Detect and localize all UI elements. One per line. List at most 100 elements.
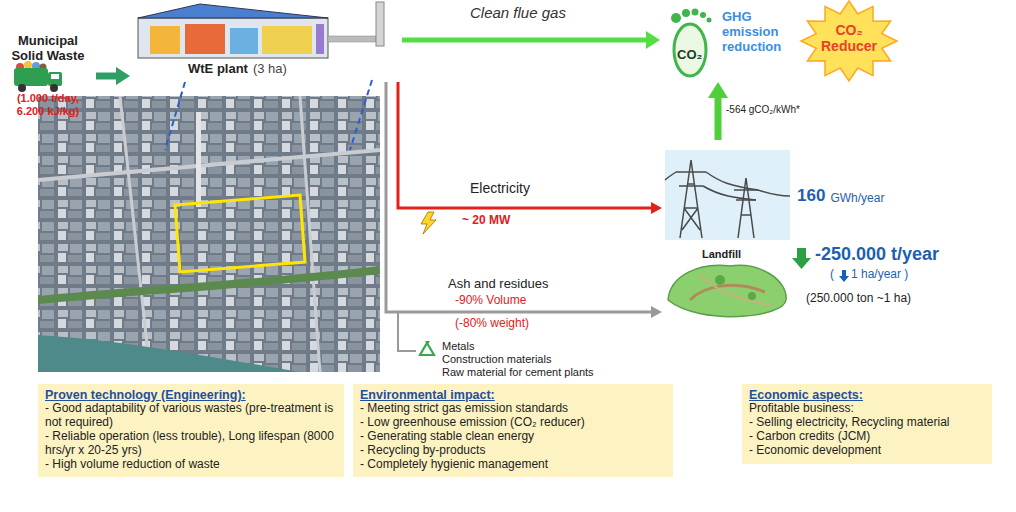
arrow-line <box>715 97 722 140</box>
node-text: Landfill <box>702 248 741 261</box>
box-heading: Environmental impact: <box>360 388 666 402</box>
info-box: Economic aspects:Profitable business:- S… <box>742 384 992 464</box>
box-line: - Economic development <box>749 444 985 458</box>
small-down-arrow <box>839 270 849 282</box>
area-label-slot: 1 ha/year ) <box>851 268 908 282</box>
volume-label-slot: -90% Volume <box>455 294 526 308</box>
landfill-picture <box>668 265 786 316</box>
recycle-item-slot: Raw material for cement plants <box>442 366 594 379</box>
reduction-arrow <box>792 248 811 269</box>
landfill-node: Landfill <box>662 246 790 330</box>
star-node: CO₂ Reducer <box>794 0 904 82</box>
recycle-item: Metals <box>442 340 474 353</box>
arrow-line <box>402 38 647 43</box>
reduction-label: -250.000 t/year <box>815 244 939 265</box>
bracket-label: ( <box>830 268 834 282</box>
plant-node: WtE plant (3 ha) <box>130 0 402 82</box>
recycle-item: Raw material for cement plants <box>442 366 594 379</box>
node-text: 160 <box>797 186 825 206</box>
node-text: (1.000 t/day, 6.200 kJ/kg) <box>2 92 94 117</box>
recycle-icon <box>420 341 434 355</box>
node-text-slot: (3 ha) <box>253 62 287 77</box>
box-line: - Generating stable clean energy <box>360 430 666 444</box>
node-text: Municipal Solid Waste <box>2 34 94 64</box>
zoom-line <box>165 82 185 150</box>
reduction-label-slot: -250.000 t/year <box>815 244 939 265</box>
node-text-slot: Municipal Solid Waste <box>2 34 94 64</box>
note-label: (250.000 ton ~1 ha) <box>806 292 911 306</box>
box-line: - High volume reduction of waste <box>45 458 337 472</box>
footprint-label-slot: CO₂ <box>677 48 702 63</box>
box-line: - Good adaptability of various wastes (p… <box>45 402 337 430</box>
electricity-node: 160 GWh/year <box>662 140 906 244</box>
note-label-slot: (250.000 ton ~1 ha) <box>806 292 911 306</box>
pylon-picture <box>665 150 790 240</box>
node-text-slot: GWh/year <box>830 192 884 206</box>
box-line: - Reliable operation (less trouble), Lon… <box>45 430 337 458</box>
node-text: GWh/year <box>830 192 884 206</box>
volume-label: -90% Volume <box>455 294 526 308</box>
box-heading: Proven technology (Engineering): <box>45 388 337 402</box>
recycle-item: Construction materials <box>442 353 551 366</box>
node-text: CO₂ Reducer <box>809 22 889 54</box>
power-label-slot: ~ 20 MW <box>462 214 510 228</box>
box-line: - Meeting strict gas emission standards <box>360 402 666 416</box>
arrow-line <box>386 82 652 312</box>
node-text-slot: 160 <box>797 186 825 206</box>
node-text-slot: (1.000 t/day, 6.200 kJ/kg) <box>2 92 94 117</box>
plant-illustration <box>138 2 384 58</box>
edge-label-slot: Electricity <box>470 180 530 196</box>
flow-arrow <box>386 82 662 318</box>
node-text: GHG emission reduction <box>722 10 792 55</box>
power-label: ~ 20 MW <box>462 214 510 228</box>
edge-label: Clean flue gas <box>470 4 566 21</box>
flow-arrow <box>402 31 660 49</box>
starburst <box>801 1 897 81</box>
arrow-head <box>646 31 660 49</box>
aerial-photo <box>38 96 380 372</box>
arrow-head <box>651 202 662 214</box>
flow-arrow <box>708 82 728 140</box>
recycle-item-slot: Metals <box>442 340 474 353</box>
footprint-icon <box>671 9 712 77</box>
edge-label-slot: Ash and residues <box>448 277 548 292</box>
weight-label-slot: (-80% weight) <box>455 317 529 331</box>
node-text: (3 ha) <box>253 62 287 77</box>
footprint-label: CO₂ <box>677 48 702 63</box>
edge-label: Ash and residues <box>448 277 548 292</box>
arrow-head <box>116 67 130 85</box>
edge-label: Electricity <box>470 180 530 196</box>
node-text-slot: CO₂ Reducer <box>809 22 889 54</box>
flow-arrow <box>96 67 130 85</box>
edge-label-slot: -564 gCO₂/kWh* <box>726 104 800 116</box>
ghg-node: GHG emission reduction <box>660 0 794 82</box>
garbage-truck <box>14 61 62 92</box>
box-line: - Low greenhouse emission (CO₂ reducer) <box>360 416 666 430</box>
zoom-line <box>350 80 372 150</box>
waste-source: Municipal Solid Waste (1.000 t/day, 6.200… <box>2 34 96 122</box>
flow-arrow <box>398 82 662 214</box>
node-text: WtE plant <box>188 62 248 77</box>
arrow-line <box>398 82 652 208</box>
lightning-icon <box>421 212 436 234</box>
node-text-slot: WtE plant <box>188 62 248 77</box>
area-label: 1 ha/year ) <box>851 268 908 282</box>
arrow-head <box>708 82 728 98</box>
recycle-item-slot: Construction materials <box>442 353 551 366</box>
recycle-branch <box>398 312 416 351</box>
info-box: Proven technology (Engineering):- Good a… <box>38 384 344 477</box>
box-heading: Economic aspects: <box>749 388 985 402</box>
node-text-slot: GHG emission reduction <box>722 10 792 55</box>
edge-label-slot: Clean flue gas <box>470 4 566 21</box>
arrow-head <box>651 306 662 318</box>
arrow-line <box>96 73 117 80</box>
weight-label: (-80% weight) <box>455 317 529 331</box>
box-line: - Carbon credits (JCM) <box>749 430 985 444</box>
info-box: Environmental impact:- Meeting strict ga… <box>353 384 673 477</box>
node-text-slot: Landfill <box>702 248 741 261</box>
box-line: - Selling electricity, Recycling materia… <box>749 416 985 430</box>
box-line: Profitable business: <box>749 402 985 416</box>
edge-label: -564 gCO₂/kWh* <box>726 104 800 116</box>
